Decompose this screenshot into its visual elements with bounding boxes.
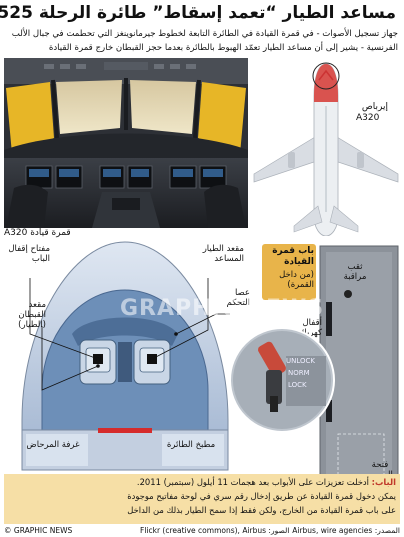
switch-label-lock: LOCK — [288, 381, 307, 389]
subtitle-line-2: الفرنسية - يشير إلى أن مساعد الطيار تعمّ… — [48, 43, 398, 53]
page-title: مساعد الطيار “تعمد إسقاط” طائرة الرحلة 9… — [0, 3, 396, 23]
footer-photo-source: الصور: Flickr (creative commons), Airbus — [140, 526, 290, 535]
switch-label-unlock: UNLOCK — [286, 357, 315, 365]
cockpit-photo — [4, 58, 248, 228]
label-control-stick: عصا التحكم — [226, 288, 250, 308]
door-note-box — [4, 474, 400, 524]
footer-source: المصدر: Airbus, wire agencies — [292, 526, 400, 535]
label-copilot-seat: مقعد الطيار المساعد — [202, 244, 244, 264]
aircraft-top-view — [253, 62, 399, 236]
cockpit-plan-title: قمرة قيادة A320 — [4, 228, 71, 238]
label-electric-locks: أقفال كهربائية — [294, 318, 322, 338]
door-note-line-2: يمكن دخول قمرة القيادة عن طريق إدخال رقم… — [127, 491, 396, 501]
door-note-title: الباب: — [371, 477, 396, 487]
door-lock-switch-closeup — [229, 327, 335, 433]
label-galley: مطبخ الطائرة — [166, 440, 216, 450]
label-toilet: غرفة المرحاض — [26, 440, 80, 450]
label-door-lock-switch: مفتاح إقفال الباب — [8, 244, 50, 264]
cockpit-door-note: (من داخل القمرة) — [279, 270, 314, 290]
cockpit-door-diagram — [319, 245, 399, 509]
cockpit-door-title: باب قمرة القيادة — [272, 246, 314, 267]
label-viewing-hole: ثقب مراقبة — [343, 262, 367, 282]
label-captain-seat: مقعد القبطان (الطيار) — [18, 300, 46, 330]
cockpit-plan — [21, 241, 230, 471]
cockpit-door-callout — [262, 244, 316, 300]
door-note-text-1: أدخلت تعزيزات على الأبواب بعد هجمات 11 أ… — [136, 477, 369, 487]
door-note-line-3: على باب قمرة القيادة من الخارج، ولكن فقط… — [127, 505, 396, 515]
switch-label-norm: NORM — [288, 369, 310, 377]
door-note-line-1: الباب: أدخلت تعزيزات على الأبواب بعد هجم… — [137, 477, 396, 487]
footer-credit: © GRAPHIC NEWS — [4, 526, 73, 535]
aircraft-name-en: A320 — [356, 113, 380, 123]
subtitle-line-1: جهاز تسجيل الأصوات - في قمرة القيادة في … — [11, 29, 398, 39]
watermark: GRAPHIC NEWS — [120, 296, 325, 321]
aircraft-name-ar: إيرباص — [361, 102, 388, 112]
